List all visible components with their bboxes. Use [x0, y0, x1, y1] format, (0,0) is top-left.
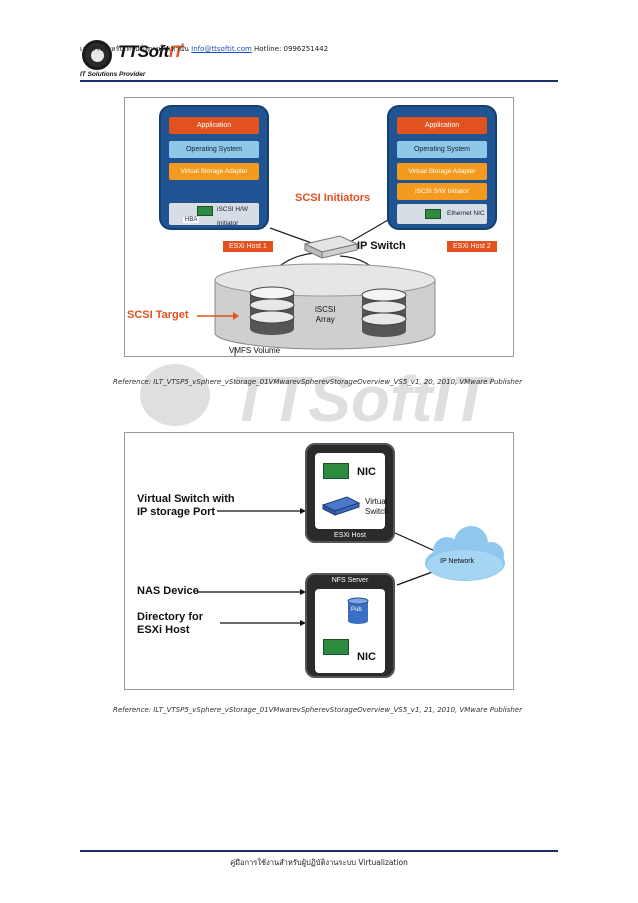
- scsi-target-label: SCSI Target: [127, 309, 189, 321]
- esxi-host-box: NIC Virtual Switch ESXi Host: [305, 443, 395, 543]
- footer-text: คู่มือการใช้งานสำหรับผู้ปฏิบัติงานระบบ V…: [230, 858, 408, 867]
- esxi-host-1-label: ESXi Host 1: [223, 241, 273, 252]
- esxi-host-2-label: ESXi Host 2: [447, 241, 497, 252]
- esxi-host-2: Application Operating System Virtual Sto…: [387, 105, 497, 230]
- nic-label-bottom: NIC: [357, 651, 376, 663]
- reference-caption-1: Reference: ILT_VTSP5_vSphere_vStorage_01…: [113, 378, 522, 386]
- layer-ethernet-nic: Ethernet NIC: [397, 204, 487, 224]
- ip-network-label: IP Network: [440, 558, 475, 565]
- email-link[interactable]: Info@ttsoftit.com: [191, 45, 252, 53]
- watermark-logo-icon: [140, 364, 210, 426]
- nas-device-label: NAS Device: [137, 585, 199, 597]
- layer-virtual-storage-adapter: Virtual Storage Adapter: [397, 163, 487, 180]
- vmfs-volume-label: VMFS Volume: [229, 346, 281, 355]
- header-divider: [80, 80, 558, 82]
- page-header: TTSoftIT IT Solutions Provider: [80, 36, 560, 86]
- logo-icon: [82, 40, 112, 70]
- esxi-host-label: ESXi Host: [334, 532, 366, 539]
- esxi-host-1: Application Operating System Virtual Sto…: [159, 105, 269, 230]
- header-notice: เอกสารสำหรับเทรนนิ่งภายในเท่านั้น Info@t…: [80, 44, 328, 55]
- pub-label: Pub: [351, 607, 362, 613]
- nic-label-top: NIC: [357, 466, 376, 478]
- footer-divider: [80, 850, 558, 852]
- layer-application: Application: [169, 117, 259, 134]
- reference-caption-2: Reference: ILT_VTSP5_vSphere_vStorage_01…: [113, 706, 522, 714]
- layer-iscsi-sw-initiator: iSCSI S/W Initiator: [397, 183, 487, 200]
- host-network-link: [394, 532, 436, 552]
- nfs-server-label: NFS Server: [331, 577, 369, 584]
- ip-network-cloud-icon: [425, 526, 505, 581]
- watermark: TTSoftIT: [130, 360, 550, 435]
- vswitch-ip-storage-label: Virtual Switch with IP storage Port: [137, 493, 235, 518]
- nfs-server-box: NFS Server Pub NIC: [305, 573, 395, 678]
- iscsi-diagram-lines: [197, 215, 436, 356]
- ip-switch-label: IP Switch: [357, 240, 406, 252]
- layer-virtual-storage-adapter: Virtual Storage Adapter: [169, 163, 259, 180]
- hba-card-icon: [197, 206, 213, 216]
- pub-folder-icon: [347, 597, 369, 624]
- disk-stack-right-icon: [361, 288, 407, 337]
- directory-for-esxi-label: Directory for ESXi Host: [137, 611, 204, 636]
- nas-diagram-lines: [197, 508, 505, 626]
- disk-stack-left-icon: [249, 286, 295, 335]
- scsi-initiators-label: SCSI Initiators: [295, 192, 371, 204]
- virtual-switch-icon: [321, 496, 361, 516]
- nic-card-icon: [425, 209, 441, 219]
- iscsi-diagram: Application Operating System Virtual Sto…: [124, 97, 514, 357]
- server-network-link: [396, 570, 436, 586]
- layer-operating-system: Operating System: [397, 141, 487, 158]
- logo-wordmark: TTSoftIT: [118, 42, 183, 61]
- nic-card-icon: [323, 639, 349, 655]
- hba-tag: HBA: [183, 217, 200, 223]
- notice-text: เอกสารสำหรับเทรนนิ่งภายในเท่านั้น: [80, 45, 189, 53]
- ip-switch-icon: [303, 235, 359, 259]
- watermark-text: TTSoftIT: [230, 363, 490, 435]
- logo-tagline: IT Solutions Provider: [80, 71, 146, 78]
- nas-diagram: NIC Virtual Switch ESXi Host NFS Server …: [124, 432, 514, 690]
- hotline-text: Hotline: 0996251442: [254, 45, 329, 53]
- layer-iscsi-hw-initiator: iSCSI H/W Initiator HBA: [169, 203, 259, 227]
- iscsi-array-label: iSCSI Array: [315, 305, 336, 324]
- layer-operating-system: Operating System: [169, 141, 259, 158]
- virtual-switch-label: Virtual Switch: [365, 497, 389, 516]
- layer-application: Application: [397, 117, 487, 134]
- nic-card-icon: [323, 463, 349, 479]
